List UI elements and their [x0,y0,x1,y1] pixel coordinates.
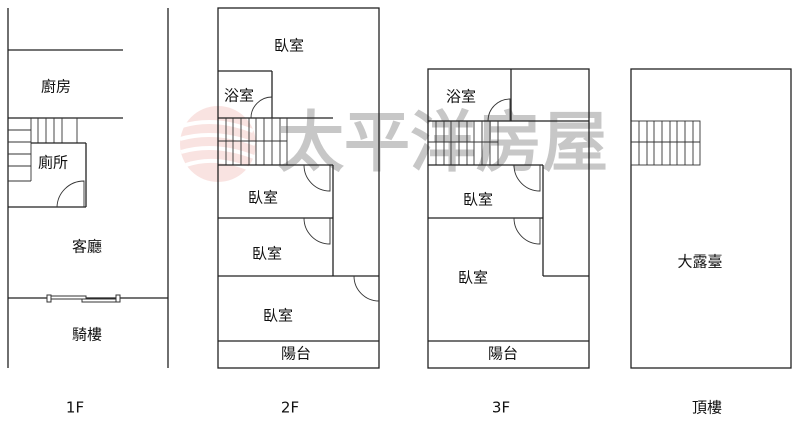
stairs [428,121,499,165]
door-icon [250,96,273,119]
room-label: 客廳 [72,238,102,256]
room-label: 大露臺 [677,253,722,271]
floor-3f-plan: 浴室 臥室 臥室 陽台 [427,68,590,369]
room-label: 臥室 [252,245,282,263]
watermark: 太平洋房屋 [179,103,608,182]
floor-label-2f: 2F [281,399,299,417]
room-label: 浴室 [446,88,476,106]
floor-2f-plan: 臥室 浴室 臥室 臥室 臥室 陽台 [217,7,380,369]
room-label: 臥室 [263,307,293,325]
room-label: 臥室 [463,191,493,209]
stairs [218,118,288,165]
room-label: 臥室 [458,269,488,287]
door-icon [353,275,380,302]
door-icon [513,217,541,245]
room-label: 臥室 [248,189,278,207]
room-label: 廁所 [38,154,68,172]
room-label: 廚房 [41,78,71,96]
room-label: 騎樓 [72,326,102,344]
floor-label-3f: 3F [492,399,510,417]
sliding-window-icon [46,294,121,303]
door-icon [303,164,331,192]
floor-label-roof: 頂樓 [692,399,722,417]
room-label: 陽台 [488,345,518,363]
door-icon [303,217,331,245]
door-icon [487,98,511,122]
stairs [630,120,701,166]
stairs [8,118,78,182]
room-label: 臥室 [274,37,304,55]
floor-roof-plan: 大露臺 [630,68,792,369]
floor-label-1f: 1F [66,399,84,417]
door-icon [56,180,85,208]
room-label: 陽台 [281,345,311,363]
room-label: 浴室 [224,87,254,105]
door-icon [513,164,541,192]
floor-1f-plan: 廚房 廁所 客廳 騎樓 [7,8,169,368]
